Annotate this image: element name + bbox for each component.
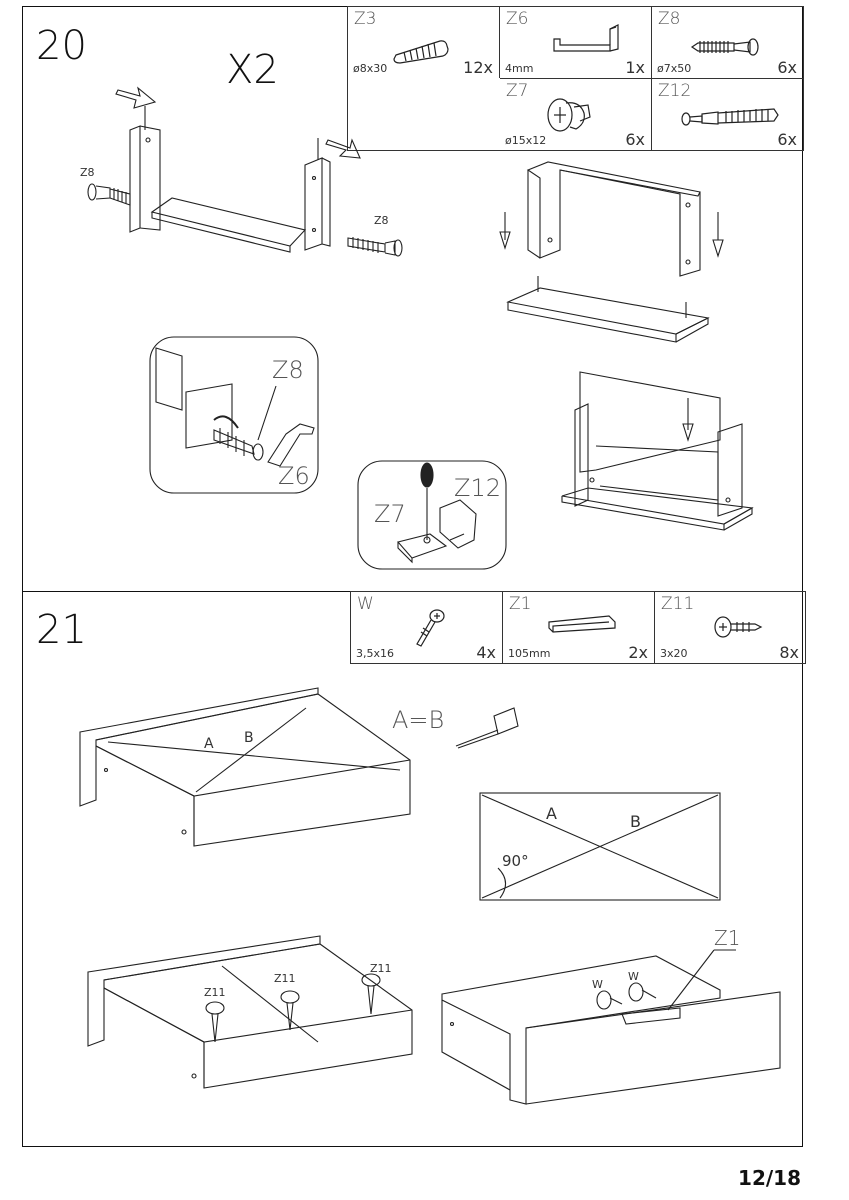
label-detail-z6: Z6	[278, 462, 310, 490]
label-detail-z7: Z7	[374, 500, 406, 528]
step-20-parts-table: Z3 ø8x30 12x Z6 4mm 1x Z8	[347, 6, 804, 151]
label-z11-1: Z11	[204, 986, 226, 999]
label-diag-b: B	[244, 730, 254, 746]
frame-assembly	[499, 161, 724, 277]
label-a-equals-b: A=B	[392, 706, 445, 734]
label-w-1: W	[592, 978, 603, 991]
screw-icon	[416, 609, 445, 647]
label-z1: Z1	[714, 926, 741, 950]
cam-lock-icon	[547, 98, 591, 132]
handle-icon	[548, 615, 616, 633]
label-detail-z8: Z8	[272, 356, 304, 384]
label-detail-z12: Z12	[454, 474, 501, 502]
side-panel-right	[304, 157, 331, 251]
part-z6: Z6 4mm 1x	[500, 6, 652, 78]
label-diag-a: A	[204, 736, 214, 752]
part-z3: Z3 ø8x30 12x	[348, 6, 500, 78]
cabinet-with-back-panel	[561, 371, 754, 531]
step-20-number: 20	[36, 23, 87, 69]
arrow-icon	[325, 138, 361, 159]
cam-bolt-left	[87, 183, 131, 206]
label-z8-right: Z8	[374, 214, 389, 227]
square-check-diagram	[479, 792, 721, 901]
drawer-diagonals	[79, 687, 411, 847]
label-w-2: W	[628, 970, 639, 983]
part-z12: Z12 6x	[652, 78, 804, 150]
label-angle: 90°	[502, 852, 529, 870]
detail-z8-z6	[149, 336, 319, 494]
connector-screw-icon	[681, 108, 779, 126]
washer-screw-icon	[714, 616, 763, 638]
base-board	[506, 276, 710, 343]
drawer-with-z11	[87, 935, 413, 1089]
drawer-with-handle	[441, 949, 781, 1105]
part-z8: Z8 ø7x50 6x	[652, 6, 804, 78]
step-21-parts-table: W 3,5x16 4x Z1 105mm 2x Z11	[350, 591, 806, 664]
tape-measure-icon	[455, 707, 519, 749]
part-w: W 3,5x16 4x	[351, 591, 503, 663]
arrow-icon	[115, 86, 157, 109]
step-20-multiplier: X2	[226, 47, 279, 93]
part-z1: Z1 105mm 2x	[503, 591, 655, 663]
label-z11-2: Z11	[274, 972, 296, 985]
label-rect-b: B	[630, 812, 641, 831]
detail-z7-z12	[357, 460, 507, 570]
label-z8-left: Z8	[80, 166, 95, 179]
page-number: 12/18	[738, 1166, 801, 1190]
label-rect-a: A	[546, 804, 557, 823]
cam-bolt-icon	[690, 38, 759, 56]
cam-bolt-right	[347, 237, 403, 257]
part-z11: Z11 3x20 8x	[655, 591, 806, 663]
hex-key-icon	[553, 24, 619, 52]
label-z11-3: Z11	[370, 962, 392, 975]
step-21-number: 21	[36, 607, 87, 653]
dowel-icon	[393, 40, 449, 64]
part-z7: Z7 ø15x12 6x	[500, 78, 652, 150]
